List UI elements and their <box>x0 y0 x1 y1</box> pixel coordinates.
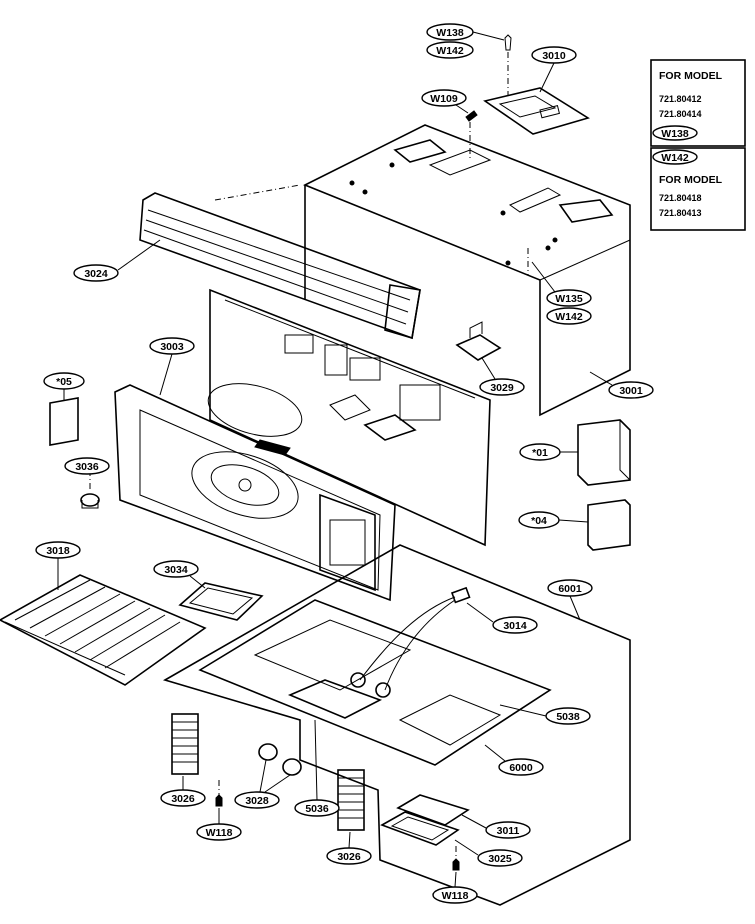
callout-w142-mid-label: W142 <box>555 311 583 323</box>
callout-3003-label: 3003 <box>160 341 184 353</box>
part-6001-base-outline <box>162 544 631 906</box>
part-3028-lamps <box>258 743 302 776</box>
callout-5036: 5036 <box>294 719 340 817</box>
callout-3011: 3011 <box>461 814 531 839</box>
callout-5038-label: 5038 <box>556 711 580 723</box>
callout-05: *05 <box>43 372 85 400</box>
callout-w142-mid: W142 <box>546 307 592 325</box>
part-3001-cabinet <box>303 124 631 417</box>
model-note-box-1: FOR MODEL 721.80412 721.80414 W138 <box>650 59 746 147</box>
callout-3029: 3029 <box>479 357 525 396</box>
note1-title: FOR MODEL <box>659 70 723 82</box>
callout-05-label: *05 <box>56 376 72 388</box>
callout-w135: W135 <box>531 261 592 307</box>
callout-w109: W109 <box>421 89 469 114</box>
callout-6001: 6001 <box>547 579 593 621</box>
callout-3028: 3028 <box>234 759 291 809</box>
callout-w142-top: W142 <box>426 41 474 59</box>
part-01-manual <box>577 419 631 486</box>
callout-3024-label: 3024 <box>84 268 108 280</box>
screw-w138-top <box>504 34 512 95</box>
note1-model-a: 721.80412 <box>659 94 702 104</box>
part-3010-bracket <box>483 87 590 135</box>
callout-3001-label: 3001 <box>619 385 643 397</box>
callout-04-label: *04 <box>531 515 547 527</box>
callout-w138-top: W138 <box>426 23 505 41</box>
callout-3026-left-label: 3026 <box>171 793 195 805</box>
callout-3025: 3025 <box>454 839 523 867</box>
callout-3026-left: 3026 <box>160 776 206 807</box>
callout-w118-left-label: W118 <box>206 827 233 839</box>
part-04-card <box>587 499 631 551</box>
callout-3036: 3036 <box>64 457 110 475</box>
callout-w118-left: W118 <box>196 808 242 841</box>
note2-model-a: 721.80418 <box>659 193 702 203</box>
part-3034-plate <box>178 582 264 621</box>
part-3036-foot <box>80 493 100 509</box>
callout-w109-label: W109 <box>430 93 458 105</box>
callout-6000-label: 6000 <box>509 762 533 774</box>
callout-3029-label: 3029 <box>490 382 514 394</box>
screw-w118-left <box>215 780 223 807</box>
model-note-box-2: W142 FOR MODEL 721.80418 721.80413 <box>650 147 746 231</box>
callout-3028-label: 3028 <box>245 795 269 807</box>
callout-3010: 3010 <box>531 46 577 93</box>
callout-3036-label: 3036 <box>75 461 99 473</box>
part-3003-cavity-wall <box>207 288 491 547</box>
callout-04: *04 <box>518 511 589 529</box>
part-3018-rack <box>0 574 207 686</box>
part-05-label-card <box>49 397 79 446</box>
note1-screw-label: W138 <box>661 128 689 140</box>
callout-01-label: *01 <box>532 447 548 459</box>
note1-model-b: 721.80414 <box>659 109 702 119</box>
part-3011-filter <box>396 794 470 826</box>
callout-5036-label: 5036 <box>305 803 329 815</box>
callout-w138-top-label: W138 <box>436 27 464 39</box>
part-3014-wire-harness <box>350 586 471 698</box>
note2-model-b: 721.80413 <box>659 208 702 218</box>
callout-3011-label: 3011 <box>497 825 520 837</box>
note2-screw-label: W142 <box>661 152 689 164</box>
callout-5038: 5038 <box>499 704 591 725</box>
callout-3034: 3034 <box>153 560 206 589</box>
part-3024-vent-grille <box>139 192 421 340</box>
part-3026-mid-grille <box>337 769 365 831</box>
callout-3025-label: 3025 <box>488 853 512 865</box>
part-3029-bracket <box>455 321 502 361</box>
cavity-front-frame <box>114 384 396 602</box>
note2-title: FOR MODEL <box>659 174 723 186</box>
callout-3034-label: 3034 <box>164 564 188 576</box>
callout-01: *01 <box>519 443 578 461</box>
callout-6001-label: 6001 <box>558 583 582 595</box>
callout-3018-label: 3018 <box>46 545 70 557</box>
callout-3024: 3024 <box>73 239 161 282</box>
callout-w118-bottom: W118 <box>432 871 478 904</box>
callout-3014: 3014 <box>466 602 538 634</box>
screw-w109 <box>465 110 478 160</box>
screw-w118-bottom <box>452 846 460 871</box>
part-3025-cover <box>380 811 460 846</box>
callout-3018: 3018 <box>35 541 81 590</box>
callout-3014-label: 3014 <box>503 620 527 632</box>
callout-3003: 3003 <box>149 337 195 396</box>
callout-3026-mid-label: 3026 <box>337 851 361 863</box>
callout-w142-top-label: W142 <box>436 45 464 57</box>
callout-6000: 6000 <box>484 744 544 776</box>
callout-3010-label: 3010 <box>542 50 566 62</box>
part-3026-left-grille <box>171 713 199 775</box>
callout-3026-mid: 3026 <box>326 831 372 865</box>
callout-3001: 3001 <box>589 371 654 399</box>
callout-w118-bottom-label: W118 <box>442 890 469 902</box>
callout-w135-label: W135 <box>555 293 583 305</box>
